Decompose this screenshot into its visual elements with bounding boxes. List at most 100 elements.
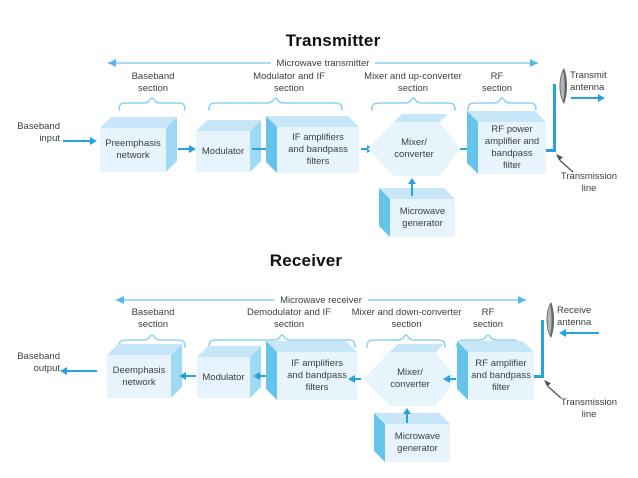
box-top-face (467, 111, 546, 122)
block-if-amplifiers: IF amplifiers and bandpass filters (266, 341, 357, 400)
transmission-line-stub (534, 375, 544, 378)
section-brace (208, 97, 343, 111)
block-microwave-generator: Microwave generator (374, 413, 450, 462)
transmission-line-vertical (553, 84, 556, 152)
block-label: RF power amplifier and bandpass filter (484, 124, 540, 171)
box-front-face: IF amplifiers and bandpass filters (277, 352, 357, 400)
generator-to-mixer-arrow (408, 178, 416, 196)
block-preemphasis-network: Preemphasis network (100, 117, 177, 172)
section-brace (467, 97, 537, 111)
box-top-face (266, 116, 359, 127)
box-side-face (457, 341, 468, 400)
section-label-mixer-upconverter: Mixer and up-converter section (364, 71, 462, 94)
span-label: Microwave receiver (280, 294, 362, 306)
block-label: Modulator (201, 145, 245, 157)
box-top-face (266, 341, 357, 352)
flow-arrow (179, 372, 196, 380)
section-label-demodulator-if: Demodulator and IF section (247, 307, 331, 330)
section-label-baseband: Baseband section (131, 307, 175, 330)
box-side-face (266, 116, 277, 173)
block-label: RF amplifier and bandpass filter (471, 358, 531, 393)
microwave-receiver-span-arrow: Microwave receiver (116, 293, 527, 307)
dish-antenna-icon (546, 302, 554, 338)
transmit-signal-arrow (571, 94, 605, 102)
span-right-arrow-icon (367, 296, 527, 303)
hexagon-top-face (394, 114, 448, 122)
box-front-face: IF amplifiers and bandpass filters (277, 127, 359, 173)
transmission-line-label: Transmission line (560, 397, 618, 420)
span-left-arrow-icon (108, 59, 271, 66)
transmission-line-pointer (544, 380, 562, 399)
block-microwave-generator: Microwave generator (379, 188, 455, 237)
flow-arrow (443, 375, 456, 383)
section-brace (371, 97, 456, 111)
generator-to-mixer-arrow (403, 408, 411, 423)
block-mixer-converter: Mixer/ converter (394, 137, 434, 160)
receive-antenna-label: Receive antenna (557, 305, 592, 328)
baseband-output-arrow (60, 367, 97, 375)
block-modulator: Modulator (196, 120, 261, 172)
span-right-arrow-icon (375, 59, 539, 66)
transmission-line-label: Transmission line (560, 171, 618, 194)
transmitter-title: Transmitter (285, 31, 381, 50)
hexagon-front-face (364, 352, 456, 406)
flow-arrow (348, 375, 361, 383)
flow-arrow (178, 145, 196, 153)
span-label: Microwave transmitter (276, 57, 370, 69)
block-modulator: Modulator (197, 346, 261, 398)
transmission-line-vertical (541, 320, 544, 378)
transmission-line-stub (546, 149, 556, 152)
hexagon-top-face (390, 344, 444, 352)
block-if-amplifiers: IF amplifiers and bandpass filters (266, 116, 359, 173)
receive-signal-arrow (559, 329, 599, 337)
box-front-face: RF power amplifier and bandpass filter (478, 122, 546, 174)
block-label: Modulator (202, 371, 245, 383)
box-side-face (171, 344, 182, 398)
block-label: Microwave generator (394, 431, 441, 454)
box-top-face (100, 117, 177, 128)
flow-arrow (361, 145, 374, 153)
section-label-mixer-downconverter: Mixer and down-converter section (351, 307, 462, 330)
box-front-face: Modulator (197, 357, 250, 398)
span-left-arrow-icon (116, 296, 275, 303)
baseband-input-label: Baseband input (17, 121, 60, 144)
section-label-rf: RF section (481, 71, 513, 94)
box-front-face: Preemphasis network (100, 128, 166, 172)
baseband-input-arrow (63, 137, 97, 145)
transmit-antenna-label: Transmit antenna (570, 70, 607, 93)
box-side-face (467, 111, 478, 174)
box-side-face (166, 117, 177, 172)
block-label: Microwave generator (399, 206, 446, 229)
section-label-baseband: Baseband section (131, 71, 175, 94)
dish-antenna-icon (559, 68, 567, 104)
block-label: IF amplifiers and bandpass filters (287, 358, 347, 393)
box-front-face: Microwave generator (390, 199, 455, 237)
box-top-face (379, 188, 455, 199)
box-side-face (250, 120, 261, 172)
block-deemphasis-network: Deemphasis network (107, 344, 182, 398)
box-front-face: Modulator (196, 131, 250, 172)
hexagon-front-face (368, 122, 460, 176)
block-label: IF amplifiers and bandpass filters (288, 132, 348, 167)
box-side-face (266, 341, 277, 400)
box-front-face: RF amplifier and bandpass filter (468, 352, 534, 400)
block-rf-amplifier: RF amplifier and bandpass filter (457, 341, 534, 400)
section-brace (118, 334, 186, 348)
mixer-hexagon-shape (368, 114, 460, 176)
section-brace (208, 334, 356, 348)
section-brace (118, 97, 186, 111)
block-mixer-converter: Mixer/ converter (390, 367, 430, 390)
microwave-transmitter-span-arrow: Microwave transmitter (108, 56, 539, 70)
block-label: Preemphasis network (105, 138, 161, 161)
transmission-line-pointer (556, 154, 574, 173)
section-label-rf: RF section (472, 307, 504, 330)
box-top-face (457, 341, 534, 352)
section-label-modulator-if: Modulator and IF section (253, 71, 325, 94)
mixer-hexagon-shape (364, 344, 456, 406)
section-brace (366, 334, 446, 348)
box-front-face: Deemphasis network (107, 355, 171, 398)
baseband-output-label: Baseband output (17, 351, 60, 374)
block-rf-power-amplifier: RF power amplifier and bandpass filter (467, 111, 546, 174)
receiver-title: Receiver (269, 251, 343, 270)
